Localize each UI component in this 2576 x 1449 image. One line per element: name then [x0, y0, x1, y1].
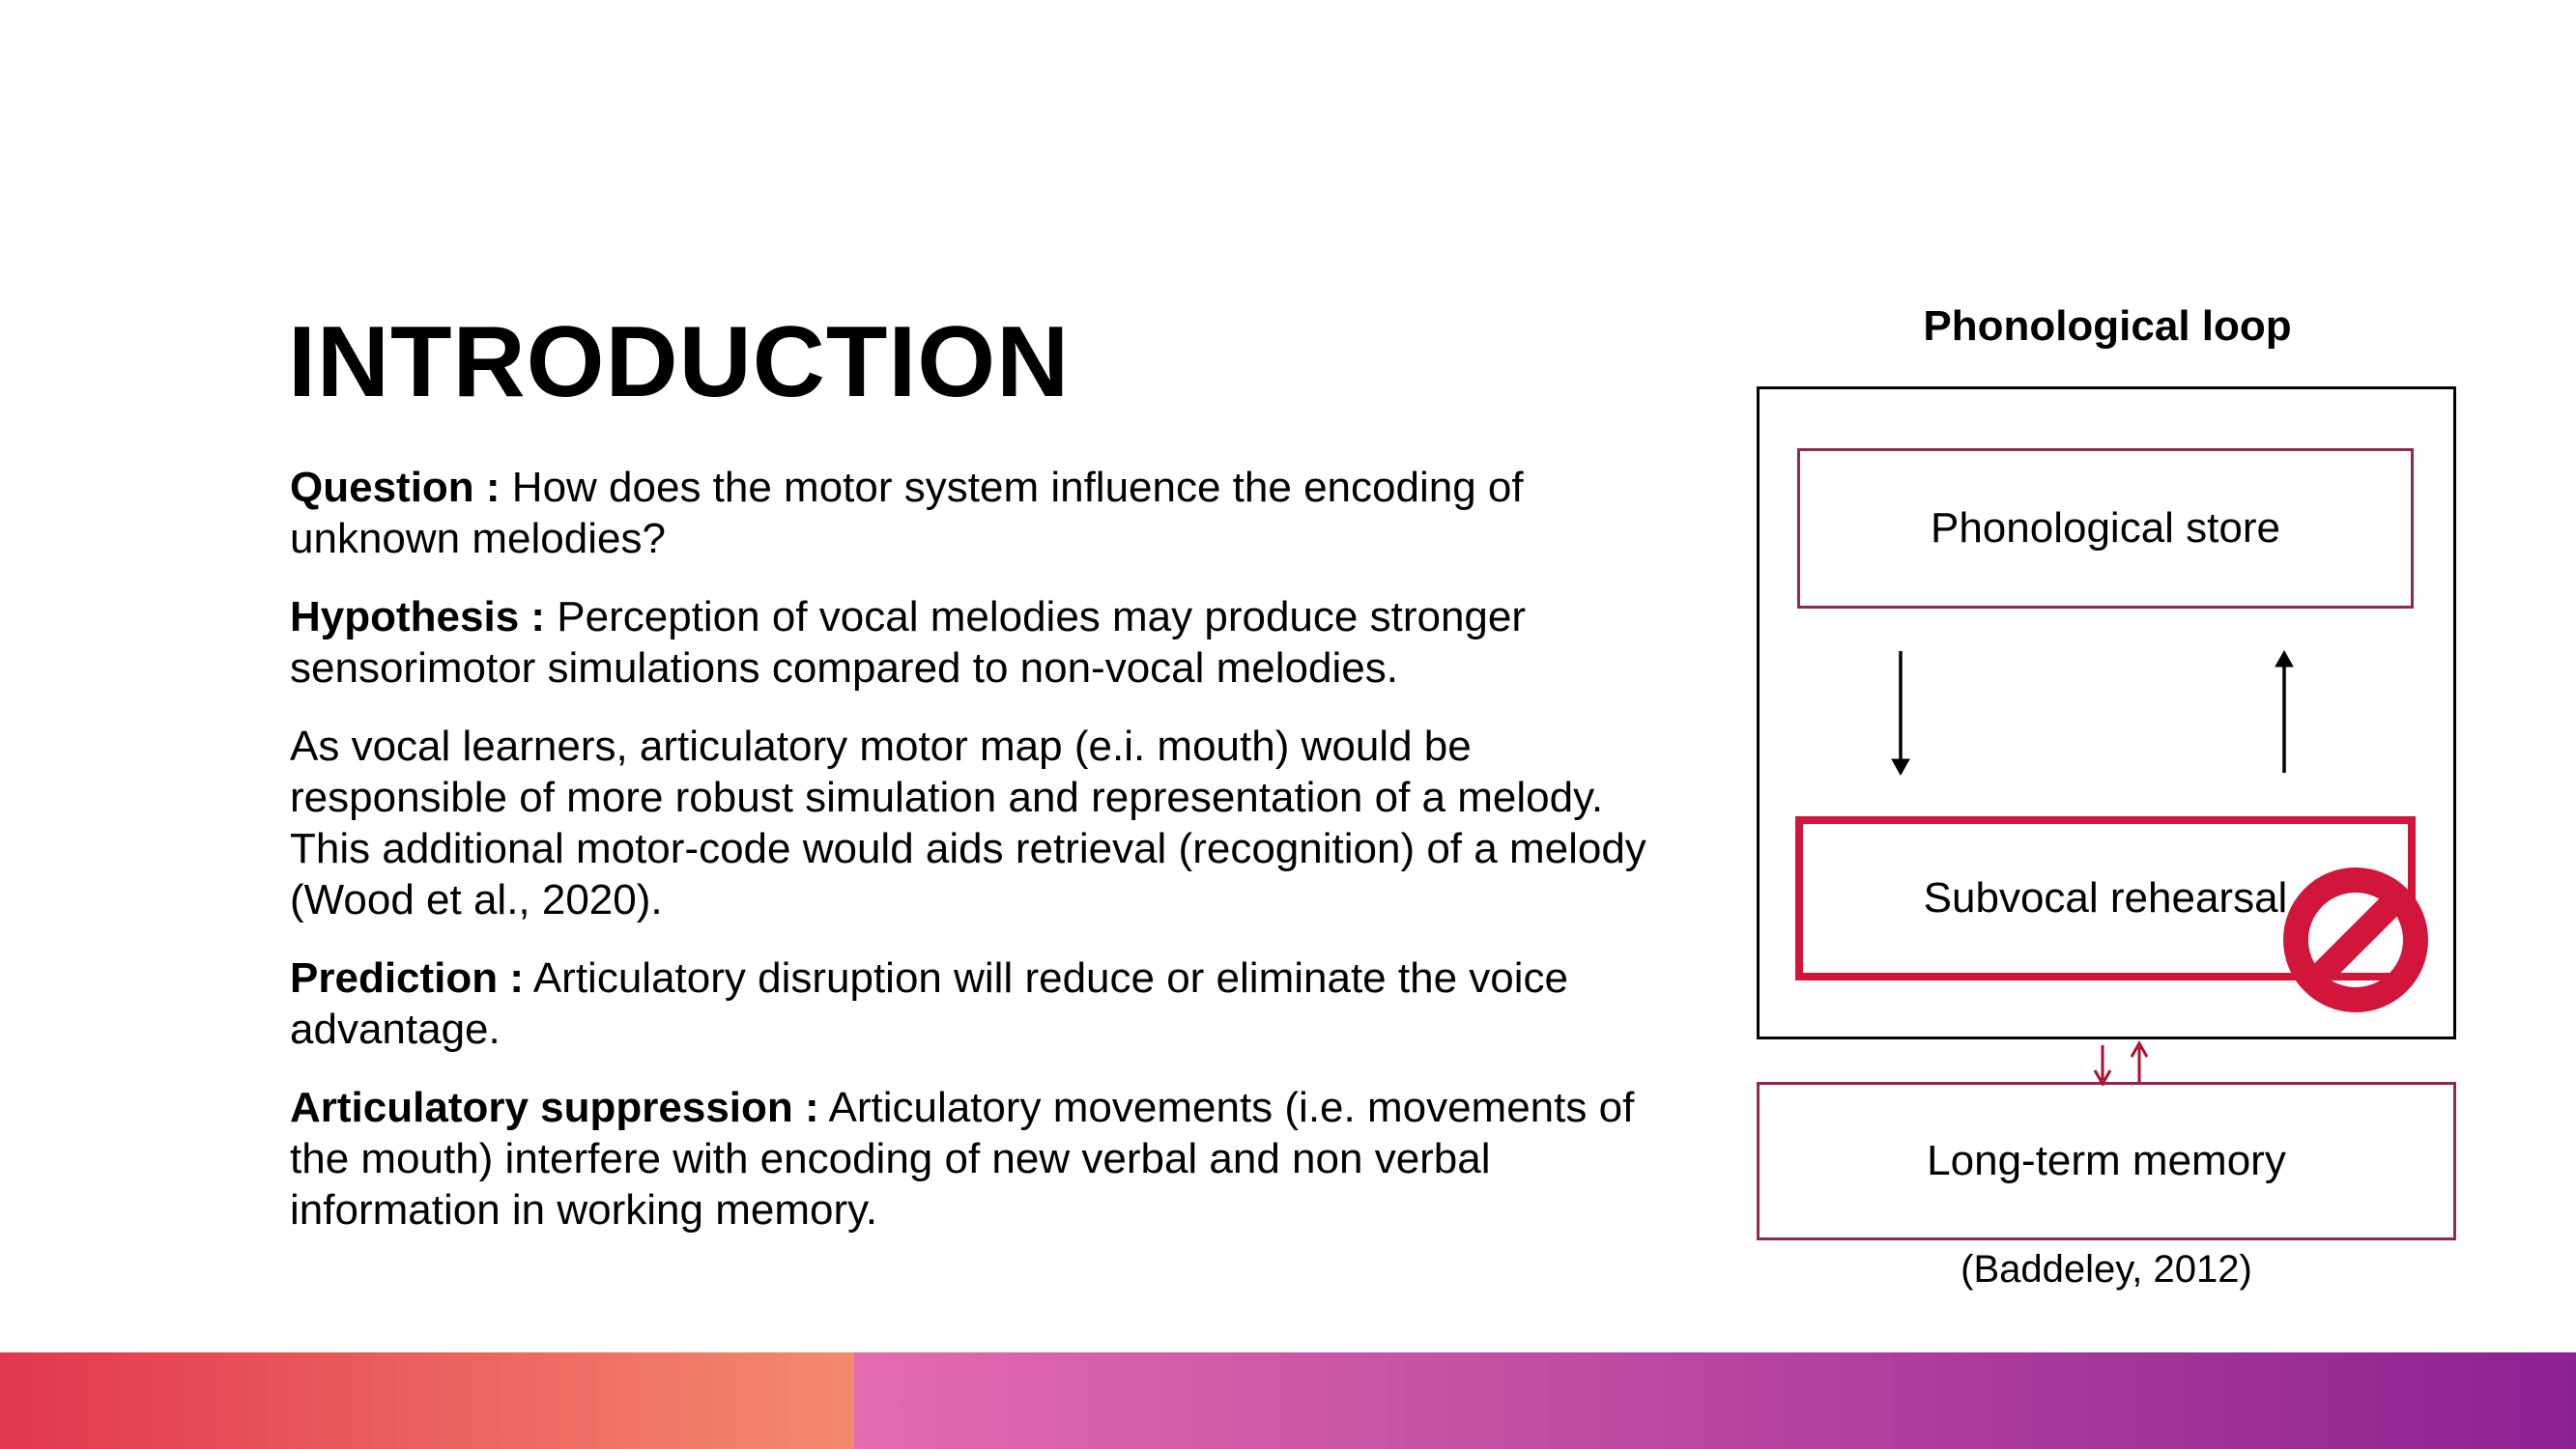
subvocal-rehearsal-label: Subvocal rehearsal [1923, 874, 2288, 922]
slide-title: INTRODUCTION [288, 306, 1071, 418]
long-term-memory-label: Long-term memory [1927, 1137, 2286, 1184]
question-paragraph: Question : How does the motor system inf… [290, 462, 1681, 564]
hypothesis-label: Hypothesis : [290, 593, 546, 640]
suppression-text: Articulatory movements (i.e. movements o… [290, 1084, 1635, 1234]
no-entry-icon-slash [2305, 890, 2406, 990]
footer-bar-right [854, 1352, 2576, 1449]
intro-text-block: Question : How does the motor system inf… [290, 462, 1681, 1263]
question-text: How does the motor system influence the … [290, 464, 1524, 562]
question-label: Question : [290, 464, 501, 511]
suppression-paragraph: Articulatory suppression : Articulatory … [290, 1082, 1681, 1236]
rationale-paragraph: As vocal learners, articulatory motor ma… [290, 721, 1681, 925]
suppression-label: Articulatory suppression : [290, 1084, 819, 1131]
prediction-paragraph: Prediction : Articulatory disruption wil… [290, 952, 1681, 1055]
no-entry-icon-ring [2283, 867, 2428, 1012]
hypothesis-text: Perception of vocal melodies may produce… [290, 593, 1527, 692]
diagram-citation: (Baddeley, 2012) [1961, 1248, 2252, 1291]
phonological-loop-box [1757, 386, 2456, 1039]
phonological-store-box: Phonological store [1797, 448, 2414, 609]
footer-bar-left [0, 1352, 854, 1449]
prediction-text: Articulatory disruption will reduce or e… [290, 954, 1568, 1053]
long-term-memory-box: Long-term memory [1757, 1082, 2456, 1240]
hypothesis-paragraph: Hypothesis : Perception of vocal melodie… [290, 591, 1681, 694]
prediction-label: Prediction : [290, 954, 525, 1002]
footer-gradient-bar [0, 1352, 2576, 1449]
no-entry-icon [2283, 867, 2428, 1012]
rationale-text: As vocal learners, articulatory motor ma… [290, 723, 1646, 923]
ltm-to-loop-arrowhead [2130, 1039, 2149, 1058]
diagram-title: Phonological loop [1923, 302, 2292, 350]
phonological-store-label: Phonological store [1930, 504, 2280, 552]
